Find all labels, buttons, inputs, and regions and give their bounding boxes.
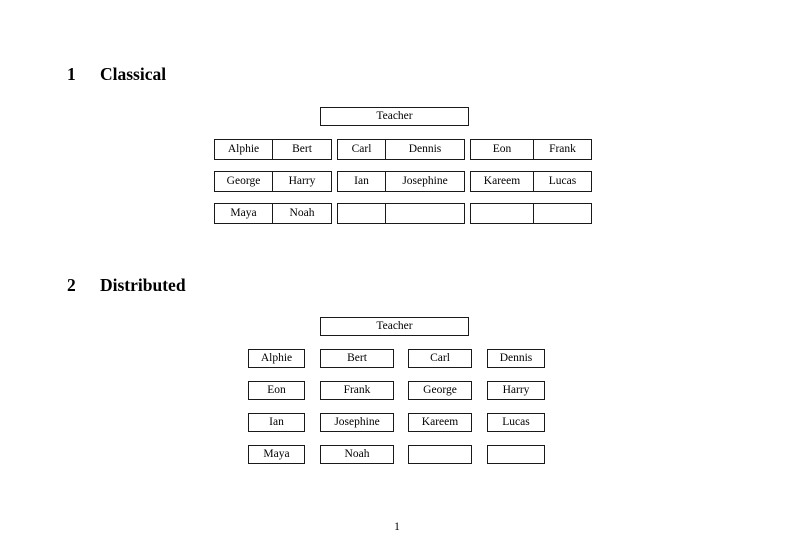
student-box: Frank	[320, 381, 394, 400]
student-cell: Ian	[337, 171, 386, 192]
classical-group-2-row-2: Ian Josephine	[337, 171, 465, 192]
student-cell: Lucas	[533, 171, 592, 192]
classical-group-1-row-3: Maya Noah	[214, 203, 332, 224]
classical-group-3-row-3	[470, 203, 592, 224]
section-title: Distributed	[100, 275, 186, 295]
student-cell: Harry	[272, 171, 332, 192]
student-box: Maya	[248, 445, 305, 464]
student-cell: Maya	[214, 203, 273, 224]
student-cell: Dennis	[385, 139, 465, 160]
student-cell: Carl	[337, 139, 386, 160]
student-box: Ian	[248, 413, 305, 432]
student-cell: Kareem	[470, 171, 534, 192]
classical-group-1-row-2: George Harry	[214, 171, 332, 192]
classical-group-2-row-1: Carl Dennis	[337, 139, 465, 160]
section-heading-classical: 1 Classical	[67, 64, 167, 84]
section-heading-distributed: 2 Distributed	[67, 275, 186, 295]
student-box: Noah	[320, 445, 394, 464]
student-box: Harry	[487, 381, 545, 400]
student-box: Eon	[248, 381, 305, 400]
teacher-box-classical: Teacher	[320, 107, 469, 126]
student-cell: Noah	[272, 203, 332, 224]
student-cell-empty	[385, 203, 465, 224]
student-box: Carl	[408, 349, 472, 368]
student-cell-empty	[533, 203, 592, 224]
student-cell: George	[214, 171, 273, 192]
classical-group-1-row-1: Alphie Bert	[214, 139, 332, 160]
section-number: 2	[67, 275, 76, 295]
student-cell: Josephine	[385, 171, 465, 192]
student-box: Lucas	[487, 413, 545, 432]
student-box: Alphie	[248, 349, 305, 368]
classical-group-2-row-3	[337, 203, 465, 224]
classical-group-3-row-2: Kareem Lucas	[470, 171, 592, 192]
student-box-empty	[487, 445, 545, 464]
section-title: Classical	[100, 64, 167, 84]
teacher-box-distributed: Teacher	[320, 317, 469, 336]
student-box: George	[408, 381, 472, 400]
student-box: Dennis	[487, 349, 545, 368]
page-number: 1	[394, 521, 400, 533]
student-cell: Bert	[272, 139, 332, 160]
student-cell-empty	[470, 203, 534, 224]
classical-group-3-row-1: Eon Frank	[470, 139, 592, 160]
student-box-empty	[408, 445, 472, 464]
student-cell: Alphie	[214, 139, 273, 160]
student-box: Josephine	[320, 413, 394, 432]
section-number: 1	[67, 64, 76, 84]
student-box: Bert	[320, 349, 394, 368]
student-cell-empty	[337, 203, 386, 224]
student-cell: Eon	[470, 139, 534, 160]
student-cell: Frank	[533, 139, 592, 160]
student-box: Kareem	[408, 413, 472, 432]
